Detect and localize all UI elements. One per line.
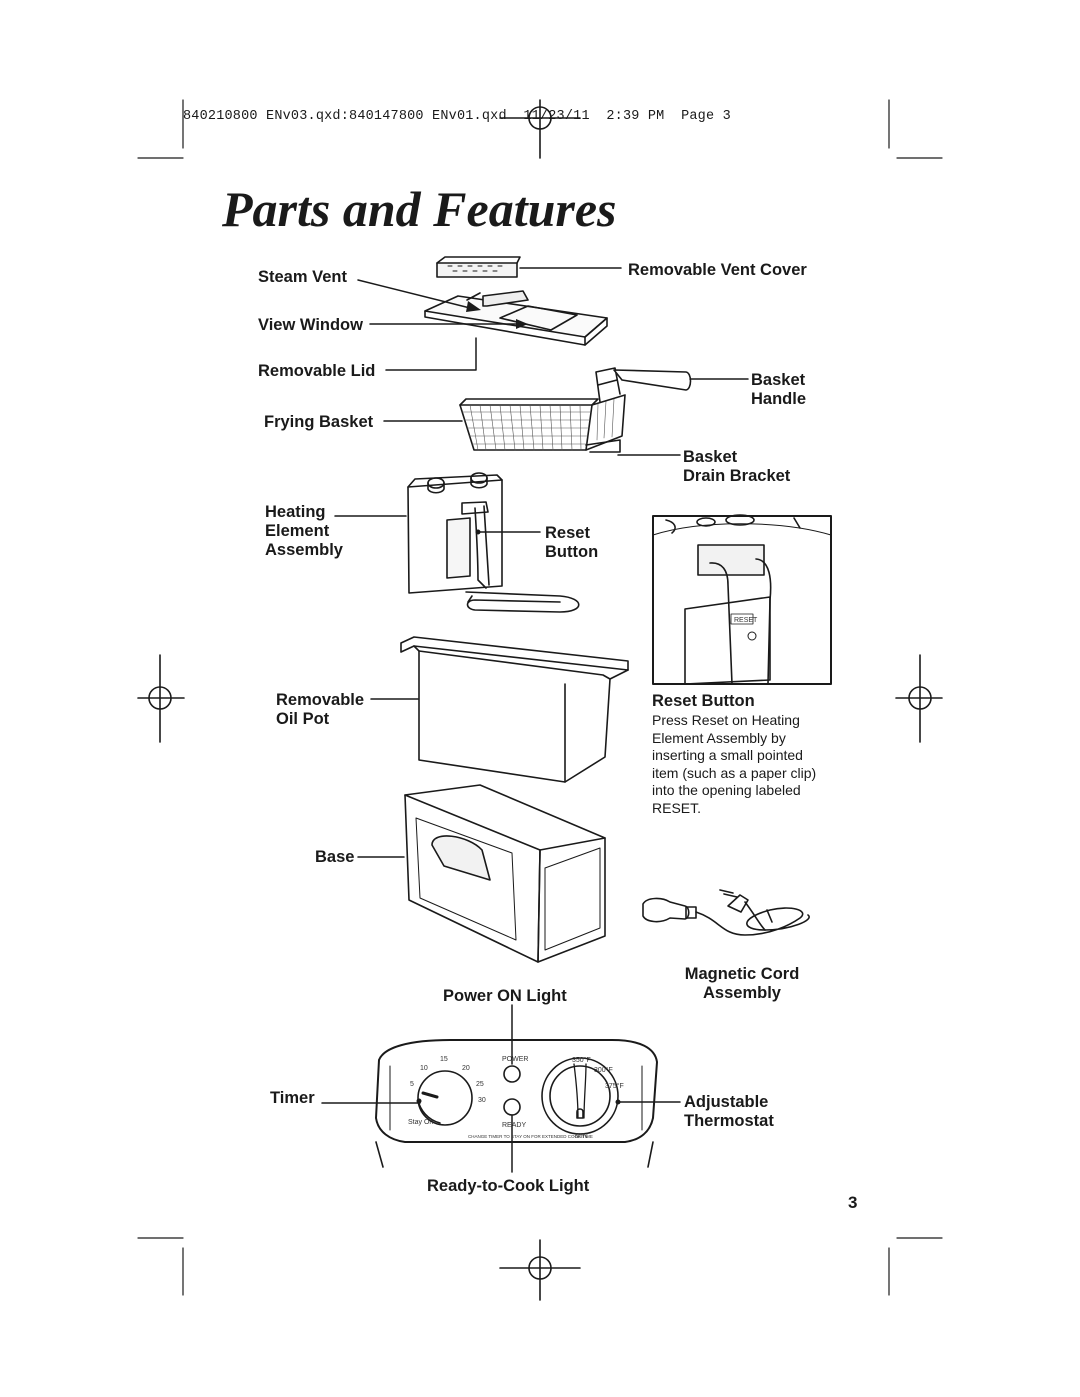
label-basket-drain-bracket: Basket Drain Bracket xyxy=(683,448,791,485)
reset-inset-drawing xyxy=(652,514,832,685)
base-drawing xyxy=(404,784,606,963)
label-view-window: View Window xyxy=(258,316,363,334)
leader-lines xyxy=(321,267,749,1173)
label-basket-handle: Basket Handle xyxy=(751,371,807,408)
timer-mark-15: 15 xyxy=(440,1056,448,1063)
thermostat-mark-350: 350°F xyxy=(572,1056,591,1064)
lid-drawing xyxy=(424,290,608,346)
oil-pot-drawing xyxy=(400,636,629,783)
heating-element-drawing xyxy=(407,472,580,613)
ready-label: READY xyxy=(502,1122,526,1129)
label-removable-vent-cover: Removable Vent Cover xyxy=(628,261,807,279)
reset-inset-label: RESET xyxy=(734,617,758,624)
page-title: Parts and Features xyxy=(222,181,617,237)
registration-mark-left xyxy=(137,654,185,743)
timer-mark-30: 30 xyxy=(478,1097,486,1104)
crop-marks xyxy=(137,99,943,1296)
timer-mark-10: 10 xyxy=(420,1065,428,1072)
label-adjustable-thermostat: Adjustable Thermostat xyxy=(684,1093,774,1130)
label-frying-basket: Frying Basket xyxy=(264,413,374,431)
control-panel-drawing xyxy=(375,1039,658,1168)
label-timer: Timer xyxy=(270,1089,315,1107)
reset-note-body: Press Reset on Heating Element Assembly … xyxy=(652,712,817,816)
frying-basket-drawing xyxy=(459,367,692,453)
timer-mark-stay-on: Stay On xyxy=(408,1119,433,1126)
label-base: Base xyxy=(315,848,355,866)
timer-mark-5: 5 xyxy=(410,1081,414,1088)
timer-mark-25: 25 xyxy=(476,1081,484,1088)
label-power-on-light: Power ON Light xyxy=(443,987,567,1005)
page-number: 3 xyxy=(848,1193,858,1212)
timer-mark-20: 20 xyxy=(462,1065,470,1072)
label-heating-element-assembly: Heating Element Assembly xyxy=(265,503,343,559)
thermostat-mark-375: 375°F xyxy=(605,1082,624,1090)
label-removable-oil-pot: Removable Oil Pot xyxy=(276,691,365,728)
reset-note-heading: Reset Button xyxy=(652,692,755,710)
thermostat-mark-300: 300°F xyxy=(594,1066,613,1074)
registration-mark-right xyxy=(895,654,943,743)
label-removable-lid: Removable Lid xyxy=(258,362,376,380)
thermostat-mark-min: MIN xyxy=(575,1133,588,1140)
connector-dots xyxy=(416,529,621,1105)
label-reset-button: Reset Button xyxy=(545,524,599,561)
power-label: POWER xyxy=(502,1056,528,1063)
registration-mark-bottom xyxy=(499,1239,581,1301)
registration-mark-top xyxy=(499,99,581,159)
label-magnetic-cord-assembly: Magnetic Cord Assembly xyxy=(684,965,800,1002)
magnetic-cord-drawing xyxy=(642,889,810,936)
label-ready-to-cook-light: Ready-to-Cook Light xyxy=(427,1177,590,1195)
vent-cover-drawing xyxy=(436,256,521,278)
arrowheads xyxy=(466,301,528,329)
label-steam-vent: Steam Vent xyxy=(258,268,347,286)
timer-caption: CHANGE TIMER TO STAY ON FOR EXTENDED COO… xyxy=(468,1134,593,1139)
